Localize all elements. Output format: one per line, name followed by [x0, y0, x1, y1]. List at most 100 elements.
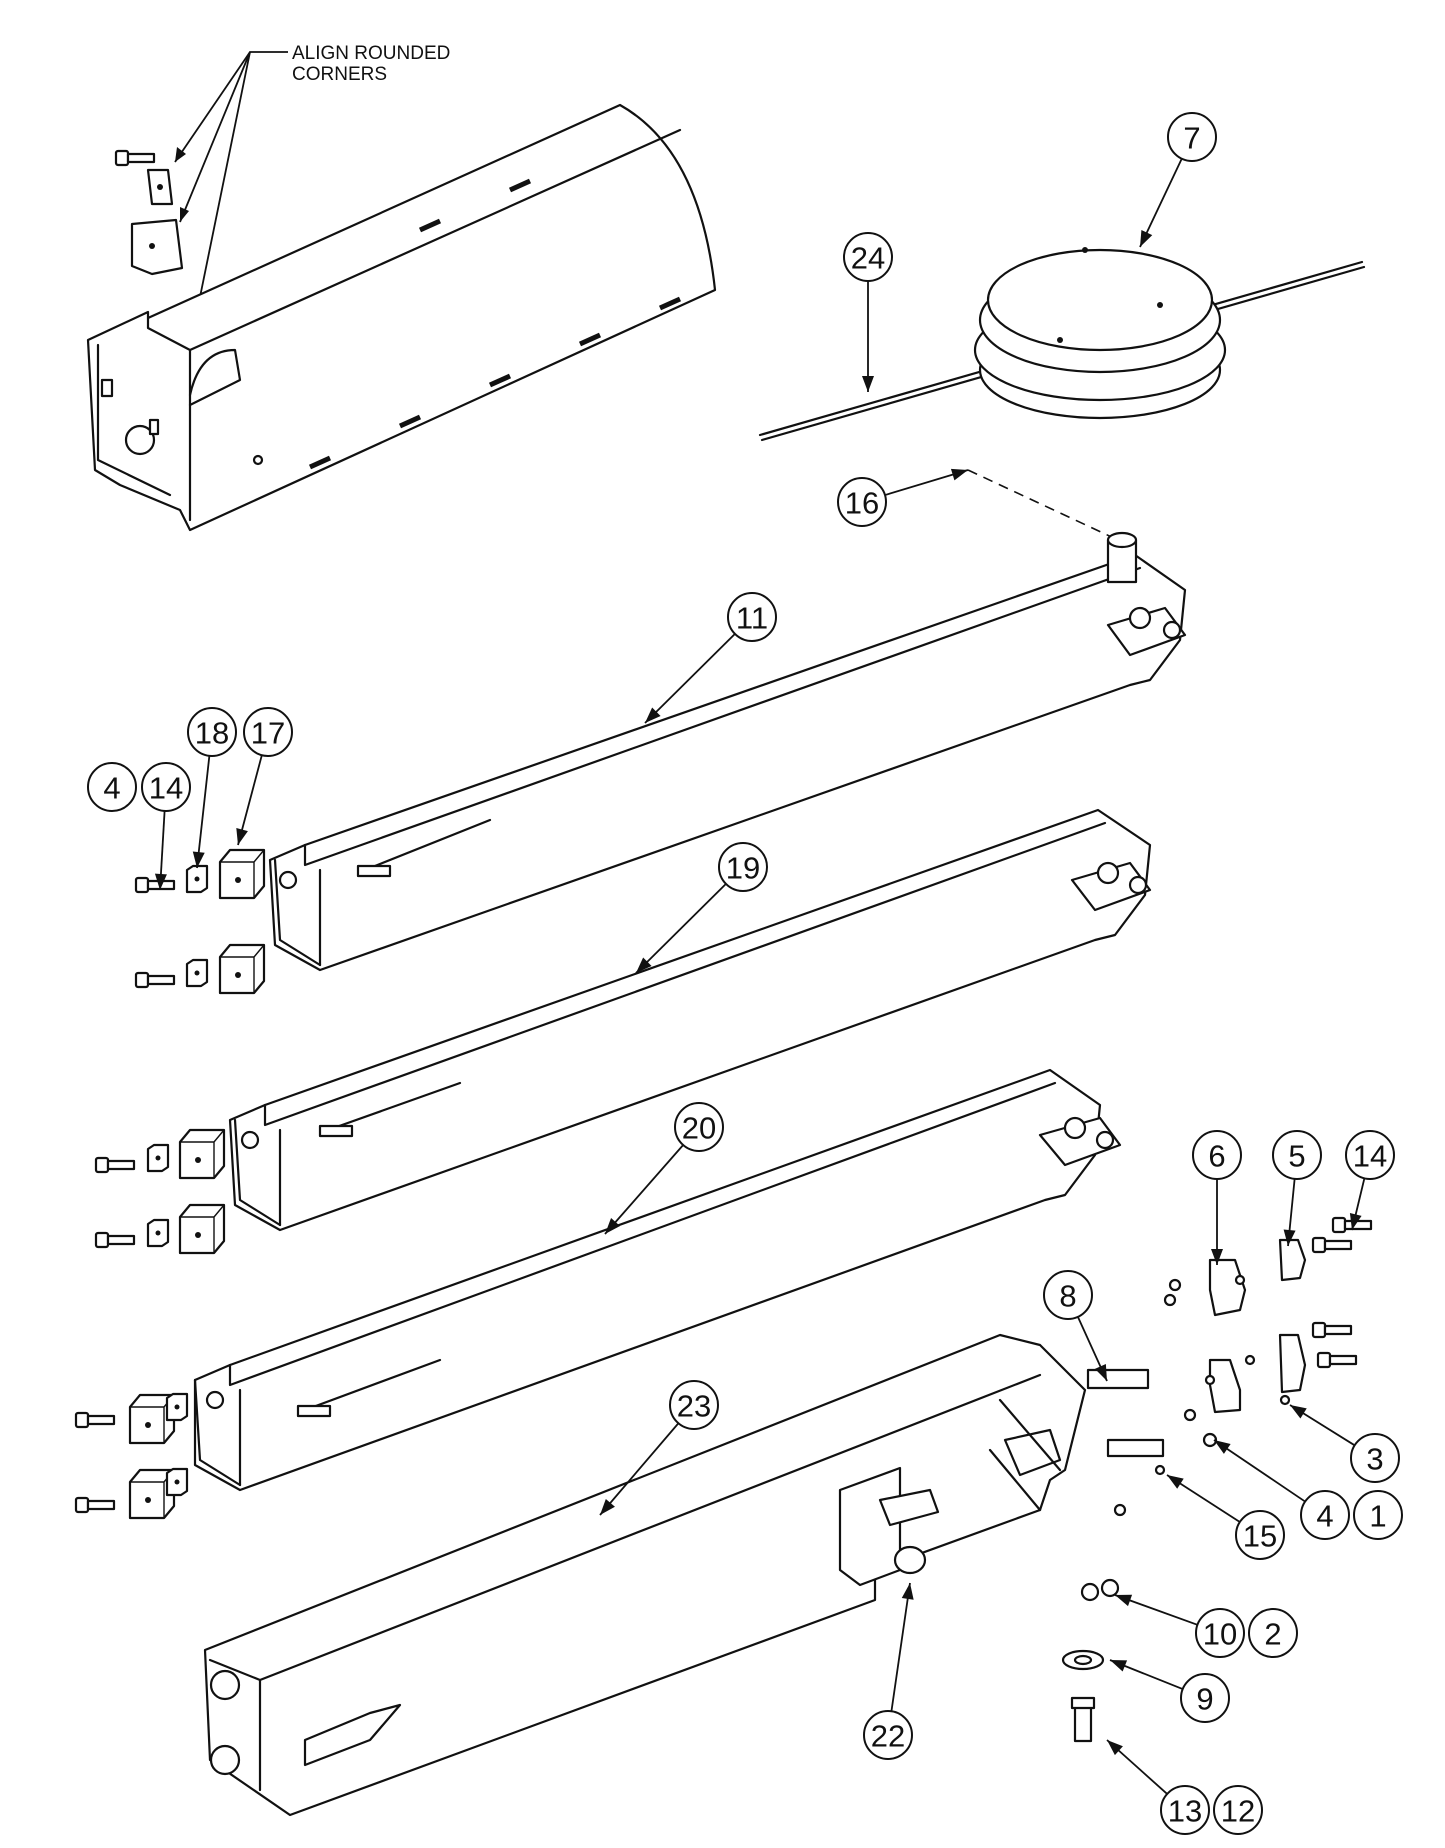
callout-arrowhead [1211, 1249, 1223, 1265]
callout-arrowhead [901, 1583, 914, 1600]
callout-c20: 20 [604, 1102, 724, 1235]
callout-arrowhead [600, 1498, 615, 1515]
callout-c5: 5 [1272, 1130, 1322, 1247]
callout-c14b: 14 [1345, 1130, 1395, 1231]
callout-arrowhead [636, 957, 652, 973]
callout-leader [196, 755, 211, 869]
callout-label: 22 [871, 1719, 905, 1754]
callout-c19: 19 [635, 842, 768, 974]
callout-c3: 3 [1289, 1404, 1400, 1483]
callout-label: 3 [1366, 1442, 1383, 1477]
callout-bubble [837, 477, 887, 527]
callout-leader [1139, 158, 1183, 248]
align-note: ALIGN ROUNDED CORNERS [174, 43, 450, 396]
callout-bubble [1043, 1270, 1093, 1320]
callout-label: 4 [103, 771, 120, 806]
callout-arrowhead [1110, 1660, 1128, 1672]
callout-bubble [863, 1710, 913, 1760]
callout-label: 4 [1316, 1499, 1333, 1534]
callout-c18: 18 [187, 707, 237, 869]
callout-c6: 6 [1192, 1130, 1242, 1265]
callout-bubble [1353, 1490, 1403, 1540]
callout-arrowhead [1094, 1363, 1107, 1381]
callout-bubble [1167, 112, 1217, 162]
callout-label: 20 [682, 1111, 716, 1146]
callout-label: 7 [1183, 121, 1200, 156]
callout-c10: 10 [1114, 1594, 1245, 1658]
hardware-group-19 [94, 1128, 226, 1255]
callout-arrowhead [192, 851, 205, 868]
callout-label: 12 [1221, 1794, 1255, 1829]
sheave [758, 247, 1366, 442]
callout-bubble [1192, 1130, 1242, 1180]
callout-label: 14 [1353, 1139, 1387, 1174]
callout-bubble [1180, 1673, 1230, 1723]
callout-c24: 24 [843, 232, 893, 392]
callout-bubble [141, 762, 191, 812]
callout-c12: 12 [1213, 1785, 1263, 1835]
callout-bubble [718, 842, 768, 892]
callout-c14a: 14 [141, 762, 191, 891]
callout-label: 24 [851, 241, 885, 276]
callout-label: 19 [726, 851, 760, 886]
callout-c1: 1 [1353, 1490, 1403, 1540]
callout-arrowhead [1214, 1440, 1231, 1454]
callout-bubble [669, 1380, 719, 1430]
callout-bubble [1235, 1510, 1285, 1560]
boom-section-19 [228, 808, 1152, 1232]
callout-bubble [1160, 1785, 1210, 1835]
callout-arrowhead [154, 873, 167, 890]
callout-bubble [1345, 1130, 1395, 1180]
callout-leader [890, 1582, 911, 1712]
note-line-2: CORNERS [292, 64, 387, 85]
callout-bubble [674, 1102, 724, 1152]
callout-arrowhead [645, 707, 661, 723]
callout-bubble [1213, 1785, 1263, 1835]
callout-c7: 7 [1139, 112, 1217, 248]
callout-label: 6 [1208, 1139, 1225, 1174]
boom-section-23 [203, 1333, 1087, 1817]
hardware-group-11 [134, 848, 266, 995]
callout-label: 8 [1059, 1279, 1076, 1314]
callout-c11: 11 [644, 592, 777, 724]
callout-bubble [87, 762, 137, 812]
callout-arrowhead [950, 468, 968, 481]
callout-label: 1 [1369, 1499, 1386, 1534]
callout-label: 2 [1264, 1617, 1281, 1652]
callout-bubble [243, 707, 293, 757]
boom-head-section [86, 103, 717, 532]
callout-label: 17 [251, 716, 285, 751]
callout-bubble [187, 707, 237, 757]
callout-arrowhead [1167, 1475, 1184, 1489]
callout-c13: 13 [1106, 1739, 1210, 1835]
callout-arrowhead [1349, 1213, 1362, 1230]
callout-bubble [1195, 1608, 1245, 1658]
hardware-group-right [1061, 1216, 1373, 1743]
boom-section-11 [268, 531, 1187, 972]
callout-arrowhead [1107, 1740, 1123, 1756]
callout-label: 13 [1168, 1794, 1202, 1829]
callout-arrowhead [1115, 1594, 1133, 1607]
callout-c4b: 4 [1213, 1439, 1350, 1540]
callout-leader [1213, 1439, 1306, 1503]
hardware-group-20 [74, 1392, 189, 1520]
callout-arrowhead [1140, 229, 1153, 247]
callout-leader [599, 1422, 680, 1516]
note-line-1: ALIGN ROUNDED [292, 43, 450, 64]
callout-arrowhead [605, 1218, 621, 1234]
callout-arrowhead [236, 827, 248, 845]
callout-label: 5 [1288, 1139, 1305, 1174]
callout-label: 10 [1203, 1617, 1237, 1652]
callout-label: 15 [1243, 1519, 1277, 1554]
callout-label: 23 [677, 1389, 711, 1424]
callout-c9: 9 [1109, 1659, 1230, 1723]
callout-label: 9 [1196, 1682, 1213, 1717]
callout-arrowhead [862, 376, 874, 392]
callout-leader [604, 1144, 684, 1235]
callout-label: 18 [195, 716, 229, 751]
callout-c16: 16 [837, 468, 969, 527]
callout-arrowhead [1283, 1229, 1296, 1246]
boom-section-20 [193, 1068, 1122, 1492]
